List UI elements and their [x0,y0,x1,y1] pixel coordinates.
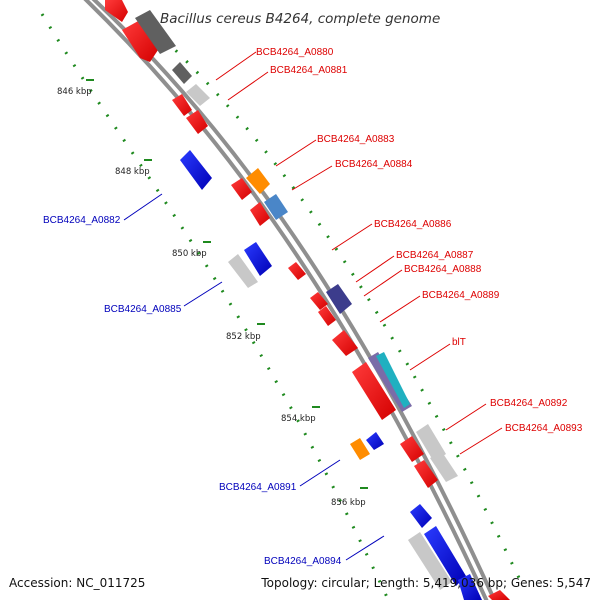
gene-label-a0888[interactable]: BCB4264_A0888 [404,264,482,275]
gene-arrow-forward [172,94,192,116]
gene-arrow-grey-light [408,532,452,590]
gene-arrow-forward [105,0,128,22]
gene-arrow-forward [122,20,158,62]
gene-arrow-grey [135,10,176,54]
kbp-label: 848 kbp [115,167,150,177]
gene-arrow-forward [318,306,336,326]
accession-text: Accession: NC_011725 [9,576,145,590]
gene-label-a0885[interactable]: BCB4264_A0885 [104,304,182,315]
gene-arrow-reverse [244,242,272,276]
gene-arrow-orange [246,168,270,194]
gene-arrow-grey-light [416,424,446,462]
gene-label-a0882[interactable]: BCB4264_A0882 [43,215,121,226]
gene-arrow-steelblue [264,194,288,220]
gene-label-blt[interactable]: blT [452,337,466,348]
gene-label-a0886[interactable]: BCB4264_A0886 [374,219,452,230]
gene-label-a0892[interactable]: BCB4264_A0892 [490,398,568,409]
gene-arrow-grey-light [186,84,210,106]
label-leaders-blue [123,193,385,561]
gene-arrow-grey [172,62,192,84]
gene-label-a0884[interactable]: BCB4264_A0884 [335,159,413,170]
gene-label-a0880[interactable]: BCB4264_A0880 [256,47,334,58]
gene-features-reverse [180,150,482,600]
gene-arrow-reverse [410,504,432,528]
gene-arrow-forward [488,590,510,600]
gene-label-a0889[interactable]: BCB4264_A0889 [422,290,500,301]
gene-arrow-forward [400,436,424,462]
gene-arrow-reverse [366,432,384,450]
gene-arrow-forward [250,202,270,226]
gene-arrow-forward [414,460,438,488]
gene-label-a0891[interactable]: BCB4264_A0891 [219,482,297,493]
gene-arrow-reverse [458,574,482,600]
gene-arrow-orange [350,438,370,460]
kbp-label: 856 kbp [331,498,366,508]
label-leaders-red [215,51,503,455]
dotted-track-left [40,13,390,600]
gene-arrow-grey-light [228,254,258,288]
gene-label-a0894[interactable]: BCB4264_A0894 [264,556,342,567]
kbp-label: 846 kbp [57,87,92,97]
gene-arrow-reverse [424,526,466,586]
map-title: Bacillus cereus B4264, complete genome [160,11,440,27]
gene-arrow-forward [186,110,208,134]
gene-arrow-forward [332,330,358,356]
gene-label-a0881[interactable]: BCB4264_A0881 [270,65,348,76]
gene-arrow-forward [352,362,396,420]
kbp-label: 850 kbp [172,249,207,259]
gene-label-a0893[interactable]: BCB4264_A0893 [505,423,583,434]
dotted-track-right [163,38,522,581]
kbp-label: 852 kbp [226,332,261,342]
kbp-tick-marks [86,79,368,489]
topology-text: Topology: circular; Length: 5,419,036 bp… [260,576,591,590]
gene-arrow-reverse [180,150,212,190]
gene-label-a0883[interactable]: BCB4264_A0883 [317,134,395,145]
gene-arrow-darkblue [326,284,352,314]
gene-arrow-forward [231,178,252,200]
kbp-label: 854 kbp [281,414,316,424]
gene-arrow-forward [310,292,328,310]
gene-arrow-forward [288,262,306,280]
gene-arrow-cyan [376,352,410,408]
gene-label-a0887[interactable]: BCB4264_A0887 [396,250,474,261]
gene-arrow-grey-light [430,452,458,482]
gene-features-forward [105,0,510,600]
